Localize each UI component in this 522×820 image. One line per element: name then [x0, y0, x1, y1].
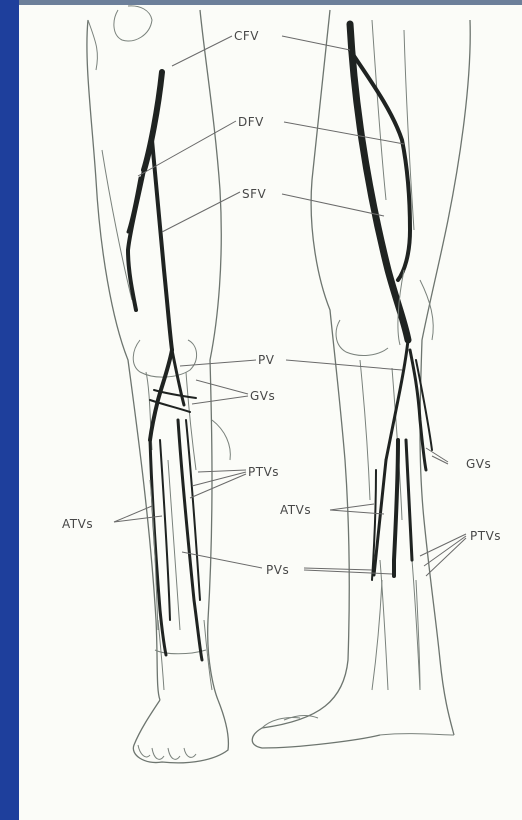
label-cfv: CFV: [234, 29, 259, 43]
label-ptvs-lateral: PTVs: [470, 529, 501, 543]
label-atvs-lateral: ATVs: [280, 503, 311, 517]
label-sfv: SFV: [242, 187, 267, 201]
label-gvs-anterior: GVs: [250, 389, 275, 403]
lateral-leg-veins: [350, 24, 432, 690]
label-dfv: DFV: [238, 115, 264, 129]
vein-labels: CFV DFV SFV PV GVs GVs PTVs PTVs ATVs AT…: [62, 29, 501, 577]
label-ptvs-anterior: PTVs: [248, 465, 279, 479]
label-gvs-lateral: GVs: [466, 457, 491, 471]
label-atvs-anterior: ATVs: [62, 517, 93, 531]
label-pv: PV: [258, 353, 275, 367]
anterior-leg-outline: [87, 6, 230, 763]
label-pvs: PVs: [266, 563, 289, 577]
anterior-leg-veins: [128, 72, 202, 660]
